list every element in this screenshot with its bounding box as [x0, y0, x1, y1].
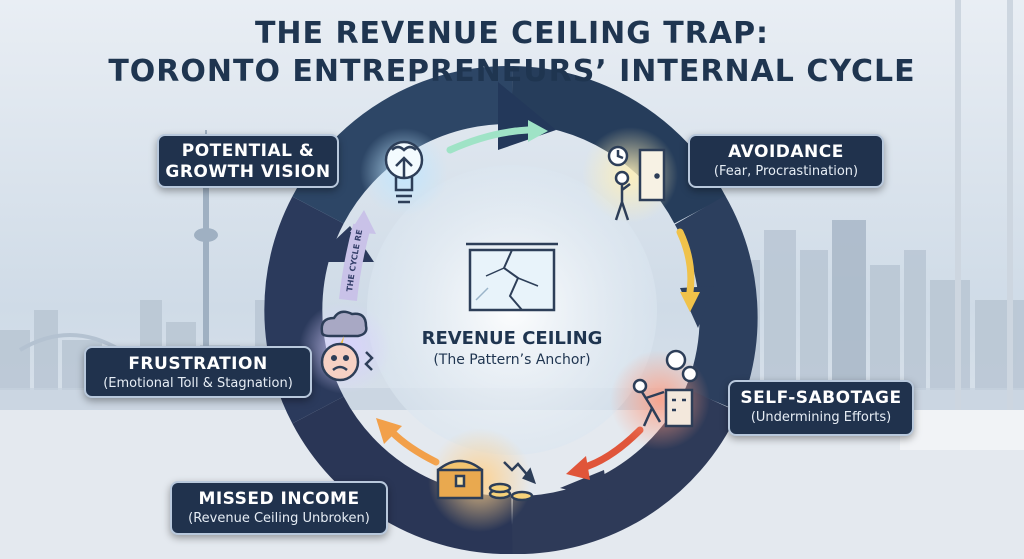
stage-potential-title-line-1: POTENTIAL & — [181, 141, 315, 161]
ring-segment-top-right — [511, 66, 726, 225]
ring-arrowhead-bottom — [560, 470, 608, 500]
office-desk — [900, 410, 1024, 450]
arrow-avoidance — [676, 228, 695, 296]
stage-frustration-title: FRUSTRATION — [128, 354, 268, 374]
storm-cloud-face-icon — [320, 310, 374, 382]
window-frames — [955, 0, 1013, 420]
stage-frustration-box: FRUSTRATION (Emotional Toll & Stagnation… — [84, 346, 312, 398]
stage-missed-income-subtitle: (Revenue Ceiling Unbroken) — [188, 511, 370, 526]
stage-avoidance-subtitle: (Fear, Procrastination) — [713, 164, 859, 179]
stage-potential-title-line-2: GROWTH VISION — [165, 162, 331, 182]
center-subtitle: (The Pattern’s Anchor) — [433, 352, 591, 368]
door-clock-icon — [607, 145, 666, 221]
center-label: REVENUE CEILING (The Pattern’s Anchor) — [404, 328, 620, 370]
page-title-line-1: THE REVENUE CEILING TRAP: — [254, 16, 770, 51]
arrow-growth — [446, 126, 532, 154]
stage-missed-income-box: MISSED INCOME (Revenue Ceiling Unbroken) — [170, 481, 388, 535]
arrow-sabotage-head — [566, 456, 590, 480]
stage-missed-income-title: MISSED INCOME — [198, 489, 360, 509]
stage-avoidance-title: AVOIDANCE — [728, 142, 844, 162]
arrow-income-head — [376, 418, 402, 444]
page-title-line-2: TORONTO ENTREPRENEURS’ INTERNAL CYCLE — [108, 54, 916, 89]
arrow-growth-head — [528, 120, 548, 142]
stage-self-sabotage-title: SELF-SABOTAGE — [740, 388, 902, 408]
arrow-income — [388, 428, 440, 466]
stage-potential-box: POTENTIAL & GROWTH VISION — [157, 134, 339, 188]
glow-sabotage — [610, 350, 710, 450]
stage-self-sabotage-subtitle: (Undermining Efforts) — [750, 410, 892, 425]
arrow-avoidance-head — [680, 292, 700, 312]
pushing-gears-icon — [632, 349, 699, 428]
cycle-repeat-arrowhead — [350, 210, 376, 234]
stage-self-sabotage-box: SELF-SABOTAGE (Undermining Efforts) — [728, 380, 914, 436]
center-title: REVENUE CEILING — [421, 328, 603, 349]
cracked-glass-ceiling-icon — [466, 242, 558, 312]
empty-treasure-chest-icon — [436, 459, 537, 502]
stage-avoidance-box: AVOIDANCE (Fear, Procrastination) — [688, 134, 884, 188]
stadium-arch — [18, 333, 122, 352]
stage-frustration-subtitle: (Emotional Toll & Stagnation) — [103, 376, 293, 391]
lightbulb-brain-icon — [384, 140, 424, 204]
ring-segment-right — [674, 195, 758, 412]
